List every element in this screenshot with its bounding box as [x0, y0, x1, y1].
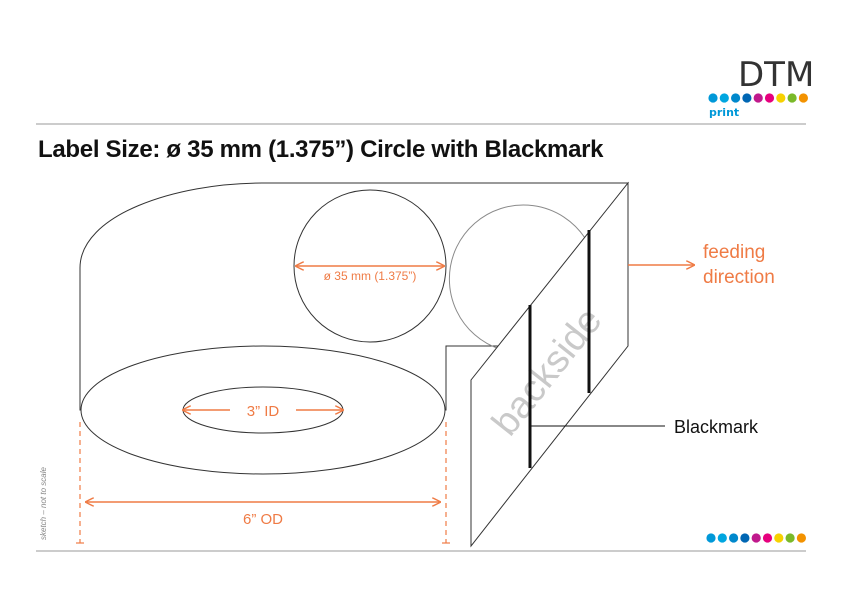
brand-dot	[796, 533, 807, 543]
logo-wordmark: DTM	[738, 55, 814, 95]
blackmark-callout: Blackmark	[530, 417, 759, 437]
feeding-direction: feeding direction	[628, 242, 775, 288]
label-diameter-dimension: ø 35 mm (1.375”)	[296, 266, 444, 283]
label-diameter-text: ø 35 mm (1.375”)	[324, 269, 417, 283]
outer-diameter-dimension: 6” OD	[76, 422, 450, 544]
feed-label-line1: feeding	[703, 242, 765, 263]
brand-dot	[785, 533, 795, 543]
brand-dot	[751, 533, 761, 543]
brand-dot	[753, 93, 763, 103]
brand-dot	[742, 93, 752, 103]
brand-dot	[764, 93, 775, 103]
logo-subtext: print	[709, 106, 739, 119]
brand-dot	[729, 533, 739, 543]
inner-diameter-dimension: 3” ID	[183, 403, 343, 420]
brand-dot	[717, 533, 727, 543]
brand-dot	[706, 533, 716, 543]
brand-dot	[731, 93, 741, 103]
blackmark-label: Blackmark	[674, 417, 759, 437]
brand-dot	[787, 93, 797, 103]
outer-diameter-text: 6” OD	[243, 511, 283, 528]
brand-dot	[774, 533, 784, 543]
scale-note: sketch – not to scale	[39, 467, 48, 540]
logo-dots	[708, 93, 809, 103]
feed-label-line2: direction	[703, 267, 775, 288]
brand-dot	[762, 533, 773, 543]
inner-diameter-text: 3” ID	[247, 403, 280, 420]
brand-dot	[798, 93, 809, 103]
brand-dot	[776, 93, 786, 103]
brand-dot	[719, 93, 729, 103]
brand-dot	[740, 533, 750, 543]
footer-dots	[706, 533, 807, 543]
brand-dot	[708, 93, 718, 103]
page-title: Label Size: ø 35 mm (1.375”) Circle with…	[38, 136, 604, 163]
dtm-logo: DTM print	[708, 55, 814, 119]
